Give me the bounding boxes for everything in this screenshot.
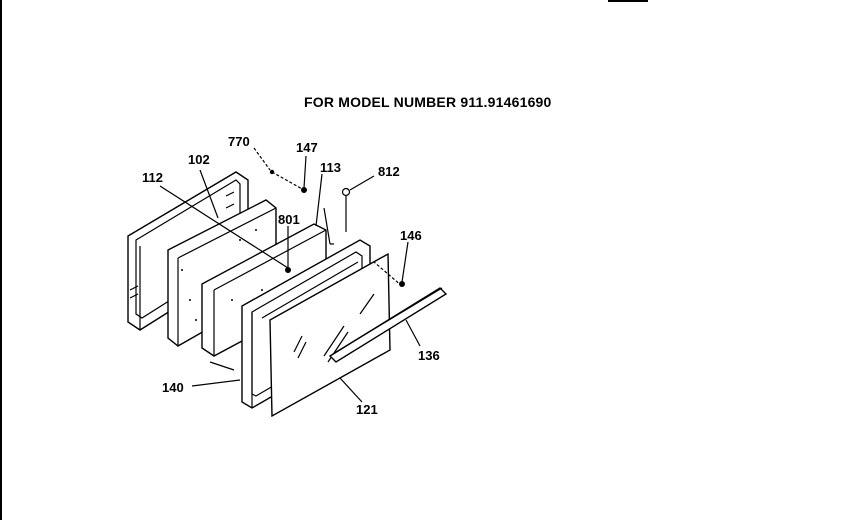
callout-812: 812 [378, 164, 400, 179]
page-title: FOR MODEL NUMBER 911.91461690 [304, 94, 552, 110]
callout-147: 147 [296, 140, 318, 155]
callout-labels: 770 147 102 113 812 112 801 146 136 140 … [142, 134, 440, 417]
callout-113: 113 [320, 160, 341, 175]
frame-top-mark [608, 0, 648, 2]
callout-136: 136 [418, 348, 440, 363]
callout-121: 121 [356, 402, 378, 417]
callout-801: 801 [278, 212, 300, 227]
handle-part [328, 287, 448, 363]
callout-112: 112 [142, 170, 163, 185]
callout-140: 140 [162, 380, 184, 395]
frame-left-border [0, 0, 2, 520]
callout-146: 146 [400, 228, 422, 243]
leader-lines [159, 147, 421, 403]
callout-770: 770 [228, 134, 250, 149]
outer-glass-part [269, 252, 391, 418]
callout-102: 102 [188, 152, 210, 167]
